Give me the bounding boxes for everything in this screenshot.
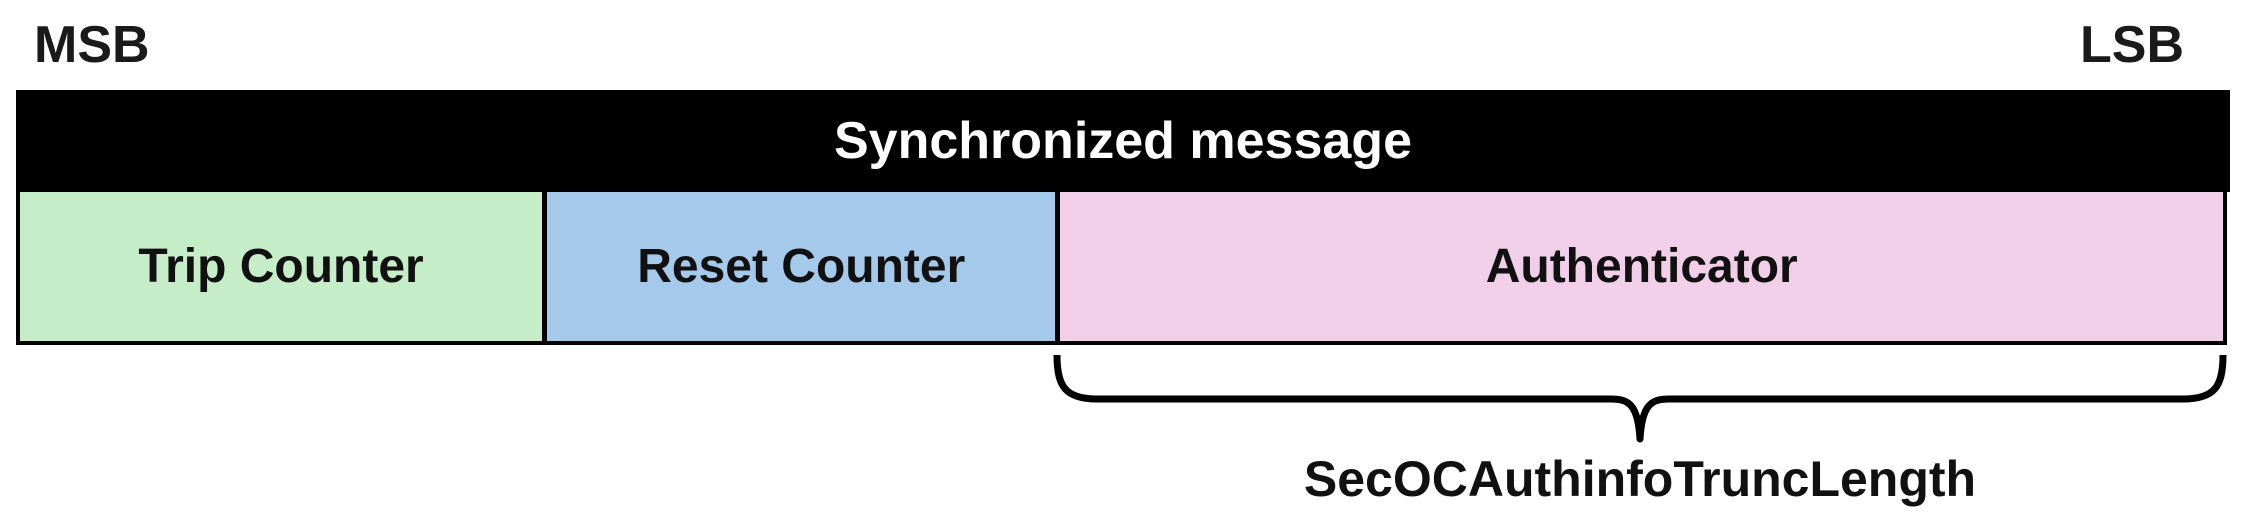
trunc-length-caption: SecOCAuthinfoTruncLength — [1303, 451, 1977, 507]
synchronized-message-header: Synchronized message — [16, 90, 2230, 192]
trip-counter-label: Trip Counter — [138, 240, 424, 293]
trip-counter-field: Trip Counter — [20, 192, 543, 341]
curly-brace-path — [1053, 354, 2227, 443]
header-title: Synchronized message — [834, 112, 1412, 170]
lsb-label: LSB — [2080, 16, 2184, 74]
authenticator-label: Authenticator — [1485, 240, 1798, 293]
reset-counter-label: Reset Counter — [637, 240, 966, 293]
curly-brace-icon — [1053, 354, 2227, 443]
reset-counter-field: Reset Counter — [542, 192, 1056, 341]
authenticator-field: Authenticator — [1055, 192, 2223, 341]
message-fields-row: Trip Counter Reset Counter Authenticator — [16, 192, 2227, 345]
msb-label: MSB — [34, 16, 150, 74]
truncation-span-brace — [1053, 352, 2227, 444]
